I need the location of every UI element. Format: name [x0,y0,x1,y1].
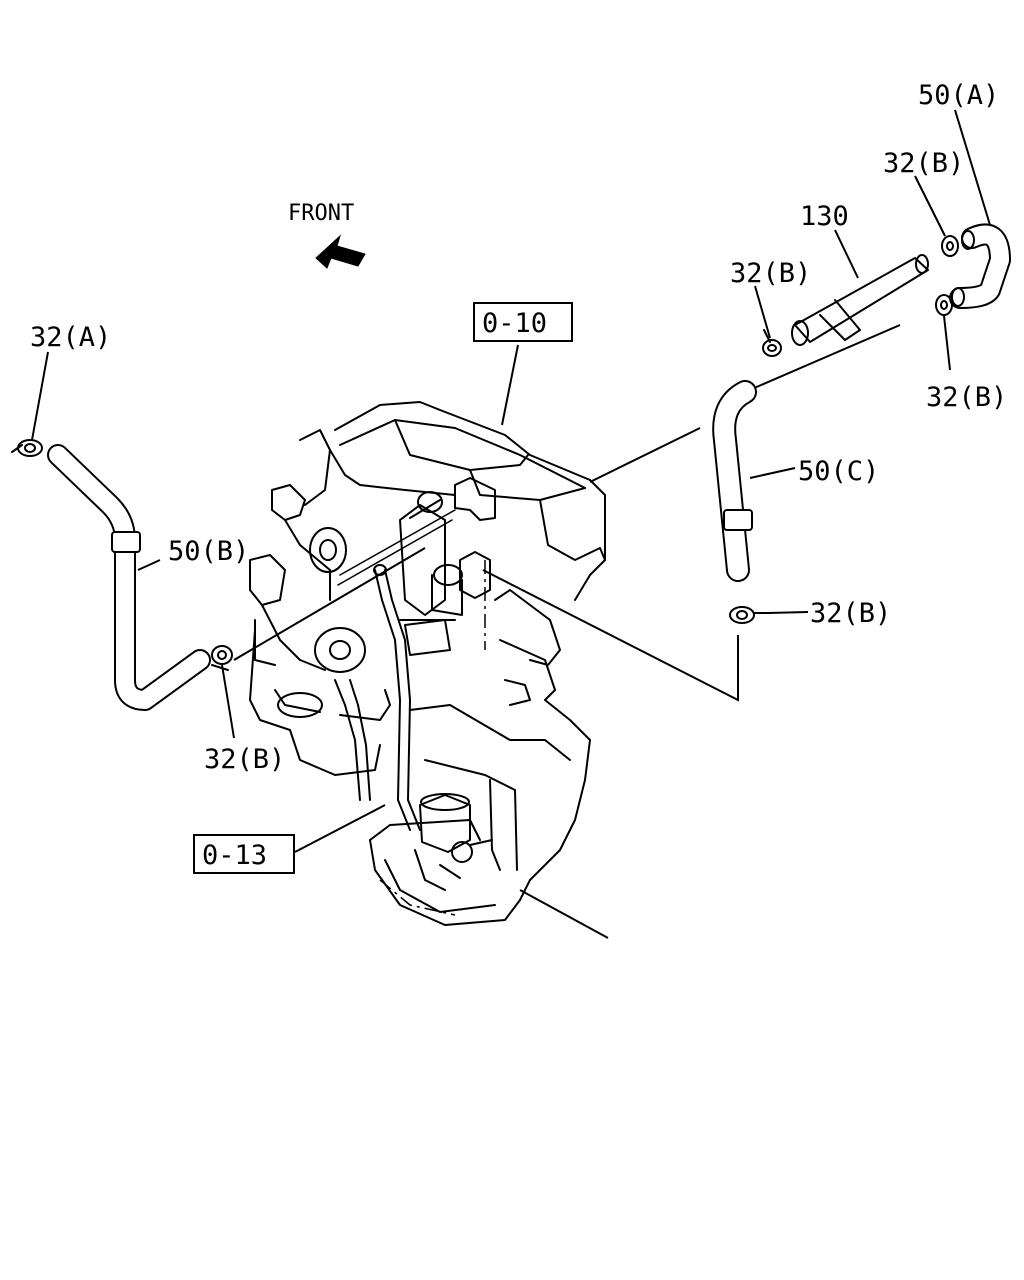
clip-32b-lower-right [729,606,769,624]
clip-32b-middle [935,294,953,316]
label-hose-50a: 50(A) [918,80,999,111]
reference-box-0-13[interactable]: 0-13 [193,834,295,874]
hose-50a [949,223,1011,309]
front-label: FRONT [288,201,354,226]
reference-box-0-10[interactable]: 0-10 [473,302,573,342]
clip-32b-pipe-left [762,329,782,357]
label-clip-32b-upper: 32(B) [883,148,964,179]
front-direction-indicator: FRONT [288,201,366,269]
label-hose-50c: 50(C) [798,456,879,487]
label-clip-32b-left: 32(B) [204,744,285,775]
label-clip-32b-lower-right: 32(B) [810,598,891,629]
callout-leaders [31,109,991,739]
hose-50b [47,444,211,711]
clip-32b-left [211,645,233,671]
label-clip-32b-middle: 32(B) [926,382,1007,413]
label-pipe-130: 130 [800,201,849,232]
label-clip-32b-pipe-left: 32(B) [730,258,811,289]
reference-label-0-13: 0-13 [202,840,267,871]
front-arrow-icon [315,234,366,269]
label-hose-50b: 50(B) [168,536,249,567]
clip-32b-upper [941,235,959,257]
clip-32a [11,439,43,457]
engine-assembly-drawing [249,401,606,926]
water-pipe-130 [791,254,929,346]
reference-label-0-10: 0-10 [482,308,547,339]
hose-50c [712,380,757,582]
label-clip-32a: 32(A) [30,322,111,353]
connection-lines [233,324,901,939]
